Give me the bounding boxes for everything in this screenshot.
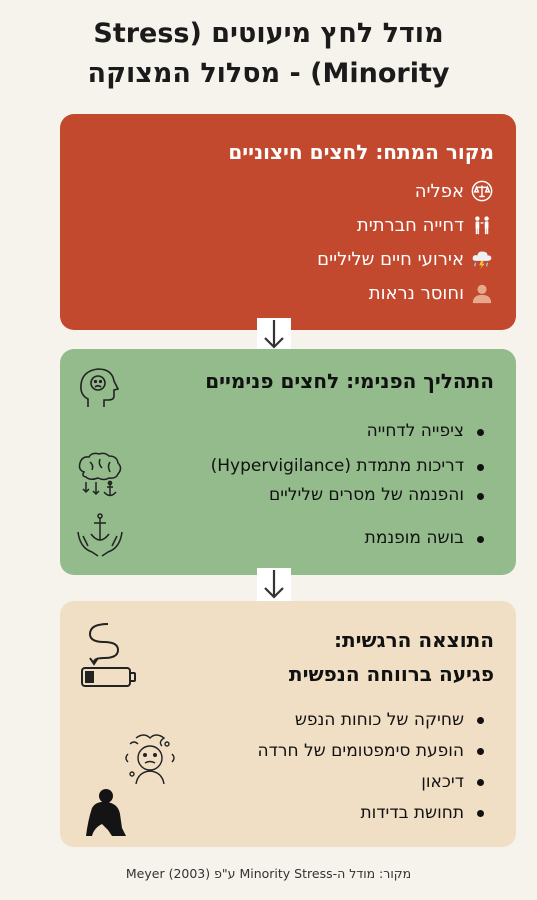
list-item: אפליה <box>317 176 494 206</box>
list-item: דיכאון <box>258 767 486 797</box>
list-item-continuation: והפנמה של מסרים שליליים <box>211 481 486 510</box>
internal-list: ציפייה לדחייה דריכות מתמדת (Hypervigilan… <box>211 417 486 559</box>
emotional-outcome-card: התוצאה הרגשית: פגיעה ברווחה הנפשית שחיקה… <box>60 601 516 847</box>
page-title: מודל לחץ מיעוטים (Stress Minority) - מסל… <box>0 14 537 94</box>
brain-anchor-icon <box>74 450 130 506</box>
head-sad-face-icon <box>74 363 122 415</box>
list-item: אירועי חיים שליליים <box>317 244 494 274</box>
list-item: שחיקה של כוחות הנפש <box>258 705 486 735</box>
list-item: הופעת סימפטומים של חרדה <box>258 736 486 766</box>
down-arrow-icon <box>257 318 291 352</box>
low-battery-icon <box>78 620 140 694</box>
title-line-1: מודל לחץ מיעוטים (Stress <box>93 18 444 49</box>
external-stress-card: מקור המתח: לחצים חיצוניים אפליה <box>60 114 516 330</box>
outcome-heading-line-2: פגיעה ברווחה הנפשית <box>288 662 494 686</box>
title-line-2: Minority) - מסלול המצוקה <box>87 58 450 89</box>
invisible-person-icon <box>470 281 494 305</box>
down-arrow-icon <box>257 568 291 602</box>
outcome-heading: התוצאה הרגשית: פגיעה ברווחה הנפשית <box>289 623 494 691</box>
list-item: דחייה חברתית <box>317 210 494 240</box>
sad-person-icon <box>82 786 134 842</box>
outcome-list: שחיקה של כוחות הנפש הופעת סימפטומים של ח… <box>258 705 486 829</box>
hands-anchor-icon <box>74 512 126 564</box>
anxious-face-icon <box>122 730 178 790</box>
list-item: וחוסר נראות <box>317 278 494 308</box>
outcome-heading-line-1: התוצאה הרגשית: <box>333 628 494 652</box>
internal-heading: התהליך הפנימי: לחצים פנימיים <box>205 369 494 393</box>
external-item-label: דחייה חברתית <box>356 214 464 236</box>
list-item: דריכות מתמדת (Hypervigilance) <box>211 452 486 481</box>
external-item-label: וחוסר נראות <box>368 282 464 304</box>
storm-cloud-icon <box>470 247 494 271</box>
source-citation: מקור: מודל ה-Minority Stress ע"פ Meyer (… <box>125 866 412 881</box>
external-list: אפליה דחייה חברתית <box>317 176 494 312</box>
list-item: בושה מופנמת <box>211 524 486 553</box>
continuation-text: והפנמה של מסרים שליליים <box>268 485 464 505</box>
people-rejection-icon <box>470 213 494 237</box>
scales-icon <box>470 179 494 203</box>
external-item-label: אפליה <box>414 180 464 202</box>
internal-stress-card: התהליך הפנימי: לחצים פנימיים ציפייה לדחי… <box>60 349 516 575</box>
list-item: תחושת בדידות <box>258 798 486 828</box>
external-item-label: אירועי חיים שליליים <box>317 248 464 270</box>
list-item: ציפייה לדחייה <box>211 417 486 446</box>
external-heading: מקור המתח: לחצים חיצוניים <box>228 140 494 164</box>
